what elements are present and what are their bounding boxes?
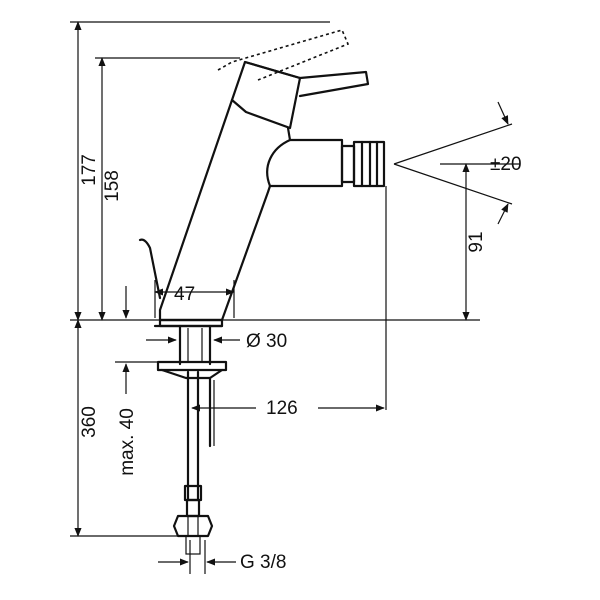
- base-plate: [153, 318, 224, 328]
- flex-hose: [172, 370, 214, 555]
- faucet-body: [158, 60, 302, 322]
- pop-up-rod: [138, 238, 162, 300]
- dimension-labels: 177 158 360 max. 40 91 ±20 47 Ø 30 126 G…: [79, 154, 522, 573]
- dim-spray-angle: ±20: [490, 154, 522, 175]
- dim-max-thickness: max. 40: [117, 408, 138, 476]
- dim-base-width: 47: [174, 284, 195, 305]
- spout: [266, 126, 386, 188]
- dim-projection: 126: [266, 398, 298, 419]
- dim-spout-inlet-height: 91: [466, 231, 487, 252]
- dim-mount-depth: 360: [79, 406, 100, 438]
- extension-lines: [70, 21, 520, 574]
- dim-base-diameter: Ø 30: [246, 331, 287, 352]
- dimension-lines: [74, 21, 513, 566]
- dim-spout-height: 158: [102, 170, 123, 202]
- dim-connection: G 3/8: [240, 552, 286, 573]
- dim-total-height: 177: [79, 154, 100, 186]
- lever-handle: [217, 29, 370, 98]
- mounting-hardware: [156, 324, 228, 448]
